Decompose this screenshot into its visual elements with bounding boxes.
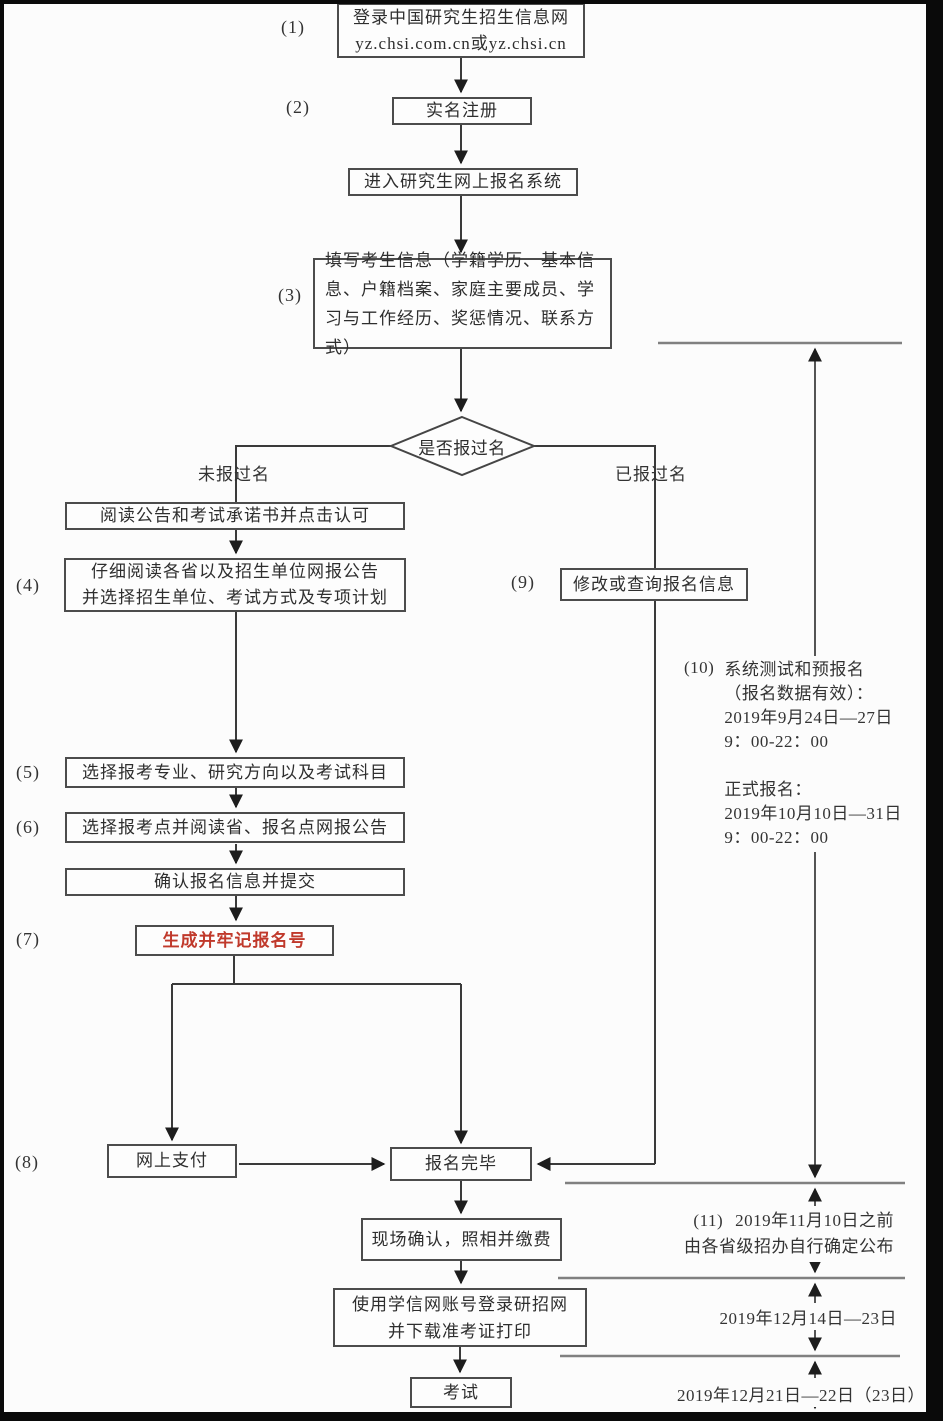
- complete-text: 报名完毕: [425, 1154, 497, 1173]
- frame-right: [926, 0, 943, 1421]
- read-notice-text: 阅读公告和考试承诺书并点击认可: [100, 506, 370, 525]
- step-label-7: (7): [16, 929, 40, 949]
- pay-online-text: 网上支付: [136, 1151, 208, 1170]
- fill-info-text: 填写考生信息（学籍学历、基本信息、户籍档案、家庭主要成员、学习与工作经历、奖惩情…: [325, 250, 595, 357]
- onsite-confirm-box: 现场确认，照相并缴费: [361, 1218, 562, 1261]
- decision-diamond: [388, 415, 537, 477]
- branch-label-yes: 已报过名: [615, 465, 687, 484]
- read-notice-box: 阅读公告和考试承诺书并点击认可: [65, 502, 405, 530]
- frame-left: [0, 0, 4, 1421]
- confirm-submit-box: 确认报名信息并提交: [65, 868, 405, 896]
- reg-number-text: 生成并牢记报名号: [162, 930, 307, 950]
- note-download-period: 2019年12月14日—23日: [716, 1303, 900, 1330]
- enter-system-box: 进入研究生网上报名系统: [348, 168, 578, 196]
- step-label-3: (3): [278, 285, 302, 305]
- download-ticket-box: 使用学信网账号登录研招网 并下载准考证打印: [333, 1288, 587, 1347]
- download-ticket-line1: 使用学信网账号登录研招网: [352, 1294, 568, 1314]
- note10-line: 正式报名：: [724, 780, 812, 799]
- fill-info-box: 填写考生信息（学籍学历、基本信息、户籍档案、家庭主要成员、学习与工作经历、奖惩情…: [313, 251, 612, 357]
- decision-text: 是否报过名: [418, 438, 506, 458]
- note10-line: [724, 754, 902, 778]
- register-box: 实名注册: [392, 97, 532, 125]
- step-label-9: (9): [511, 572, 535, 592]
- note10-label: (10): [684, 658, 715, 677]
- note-exam-date: 2019年12月21日—22日（23日）: [674, 1380, 928, 1407]
- note10-line: 2019年10月10日—31日: [724, 804, 902, 823]
- frame-top: [0, 0, 943, 4]
- read-province-line1: 仔细阅读各省以及招生单位网报公告: [91, 562, 379, 581]
- note10-line: 9：00-22：00: [724, 828, 829, 847]
- modify-query-text: 修改或查询报名信息: [573, 574, 735, 594]
- step-label-8: (8): [15, 1152, 39, 1172]
- read-province-line2: 并选择招生单位、考试方式及专项计划: [82, 588, 388, 607]
- step-label-1: (1): [281, 17, 305, 37]
- step-label-4: (4): [16, 575, 40, 595]
- note-registration-dates: (10) 系统测试和预报名 （报名数据有效）： 2019年9月24日—27日 9…: [680, 656, 920, 852]
- note10-line: 2019年9月24日—27日: [724, 708, 893, 727]
- reg-number-box: 生成并牢记报名号: [135, 925, 334, 956]
- choose-major-box: 选择报考专业、研究方向以及考试科目: [65, 757, 405, 788]
- note-onsite-deadline: (11) 2019年11月10日之前 由各省级招办自行确定公布: [680, 1206, 898, 1262]
- note11-line2: 由各省级招办自行确定公布: [684, 1237, 894, 1256]
- step-label-6: (6): [16, 817, 40, 837]
- register-box-text: 实名注册: [426, 101, 498, 120]
- note11-label: (11): [693, 1211, 724, 1230]
- read-province-box: 仔细阅读各省以及招生单位网报公告 并选择招生单位、考试方式及专项计划: [64, 558, 406, 612]
- step-label-2: (2): [286, 97, 310, 117]
- note10-line: （报名数据有效）：: [724, 684, 874, 703]
- step-label-5: (5): [16, 762, 40, 782]
- complete-box: 报名完毕: [390, 1147, 532, 1181]
- enter-system-text: 进入研究生网上报名系统: [364, 172, 562, 191]
- pay-online-box: 网上支付: [107, 1144, 237, 1178]
- onsite-confirm-text: 现场确认，照相并缴费: [371, 1229, 552, 1249]
- confirm-submit-text: 确认报名信息并提交: [154, 872, 316, 891]
- exam-text: 考试: [443, 1382, 479, 1402]
- note10-line: 系统测试和预报名: [724, 660, 865, 679]
- login-box: 登录中国研究生招生信息网 yz.chsi.com.cn或yz.chsi.cn: [337, 3, 585, 58]
- note10-line: 9：00-22：00: [724, 732, 829, 751]
- download-ticket-line2: 并下载准考证打印: [388, 1321, 532, 1341]
- login-box-line1: 登录中国研究生招生信息网: [353, 7, 569, 27]
- note11-line1: 2019年11月10日之前: [735, 1211, 894, 1230]
- choose-major-text: 选择报考专业、研究方向以及考试科目: [82, 762, 388, 782]
- login-box-url: yz.chsi.com.cn或yz.chsi.cn: [355, 33, 567, 53]
- frame-bottom: [0, 1412, 943, 1421]
- branch-label-no: 未报过名: [198, 465, 270, 484]
- choose-site-text: 选择报考点并阅读省、报名点网报公告: [82, 817, 388, 837]
- note10-lines: 系统测试和预报名 （报名数据有效）： 2019年9月24日—27日 9：00-2…: [724, 658, 902, 850]
- exam-box: 考试: [410, 1377, 512, 1408]
- modify-query-box: 修改或查询报名信息: [560, 568, 748, 601]
- choose-site-box: 选择报考点并阅读省、报名点网报公告: [65, 812, 405, 843]
